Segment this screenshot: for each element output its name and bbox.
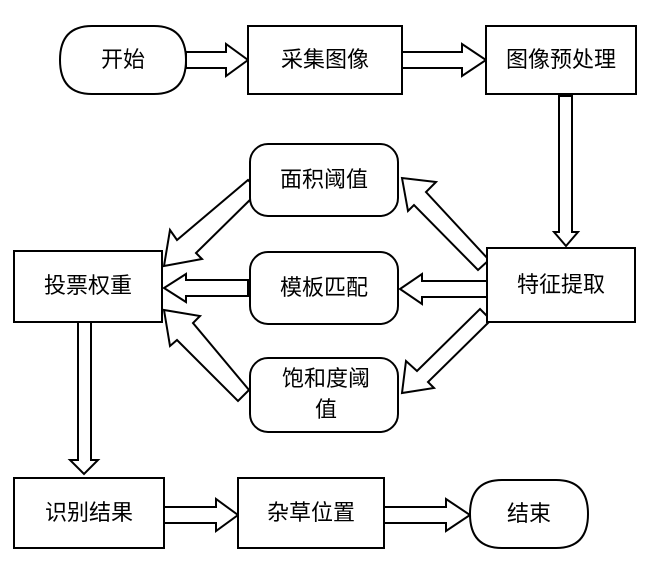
node-feature-extract-label: 特征提取 — [517, 273, 605, 298]
node-area-threshold-label: 面积阈值 — [280, 168, 368, 193]
node-result-label: 识别结果 — [45, 501, 133, 526]
node-area-threshold: 面积阈值 — [249, 143, 399, 217]
node-vote-weight: 投票权重 — [13, 250, 163, 323]
arrow-start-to-capture — [185, 42, 250, 78]
node-vote-weight-label: 投票权重 — [44, 274, 132, 299]
node-preprocess-label: 图像预处理 — [506, 48, 616, 73]
arrow-preprocess-to-feature — [551, 95, 581, 248]
node-template-match: 模板匹配 — [249, 251, 399, 325]
node-preprocess: 图像预处理 — [485, 25, 637, 95]
arrow-feature-to-saturation — [400, 307, 493, 395]
node-feature-extract: 特征提取 — [486, 247, 636, 323]
arrow-area-to-vote — [162, 178, 261, 268]
arrow-capture-to-preprocess — [401, 42, 488, 78]
node-weed-position: 杂草位置 — [237, 477, 385, 549]
node-start-label: 开始 — [101, 48, 145, 73]
arrow-feature-to-area — [400, 176, 491, 272]
arrow-vote-to-result — [67, 321, 101, 476]
arrow-template-to-vote — [162, 272, 249, 304]
node-result: 识别结果 — [13, 477, 165, 549]
arrow-weed-to-end — [383, 497, 472, 533]
node-capture: 采集图像 — [247, 25, 403, 95]
node-end: 结束 — [468, 479, 590, 549]
node-start: 开始 — [58, 25, 188, 95]
node-capture-label: 采集图像 — [281, 48, 369, 73]
arrow-result-to-weed — [163, 497, 240, 533]
arrow-saturation-to-vote — [162, 308, 251, 403]
arrow-feature-to-template — [398, 272, 488, 306]
node-saturation-threshold-label-line1: 饱和度阈 — [282, 367, 370, 392]
node-saturation-threshold-label-line2: 值 — [315, 398, 337, 423]
node-weed-position-label: 杂草位置 — [267, 501, 355, 526]
node-end-label: 结束 — [507, 502, 551, 527]
node-template-match-label: 模板匹配 — [280, 276, 368, 301]
node-saturation-threshold: 饱和度阈 值 — [249, 357, 399, 433]
